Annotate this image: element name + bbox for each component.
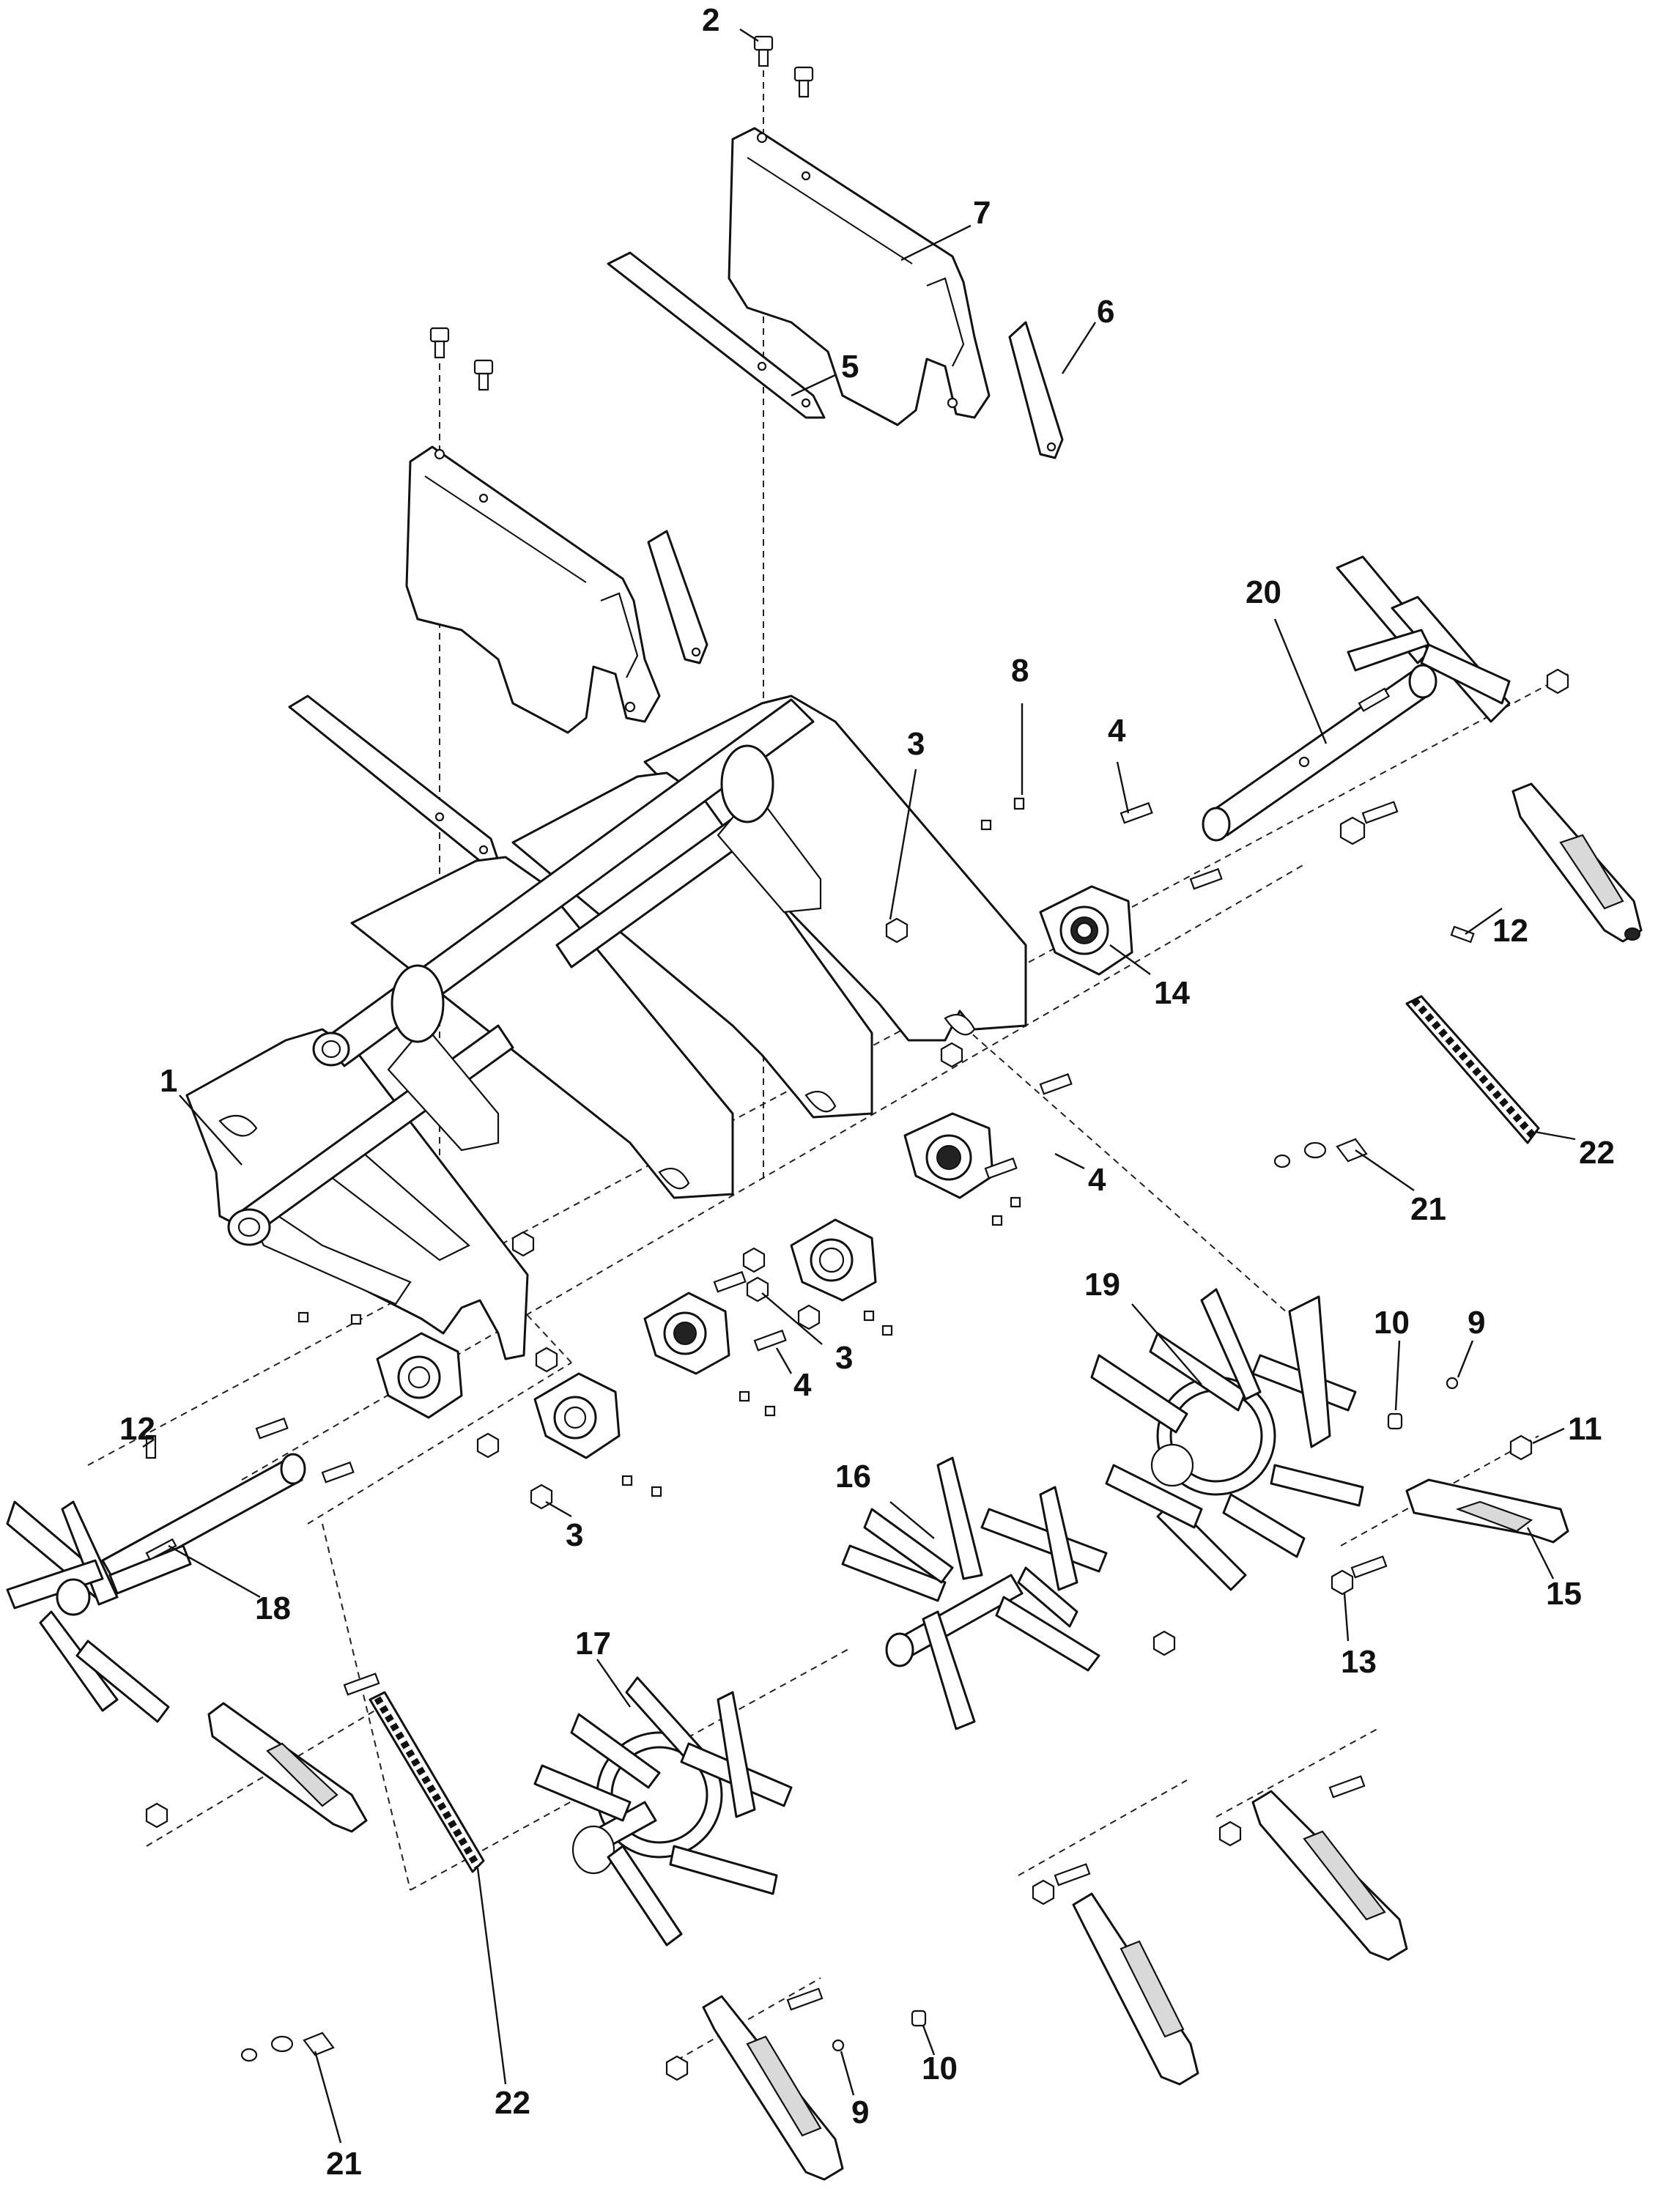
bearing-flange-rear — [1039, 885, 1133, 976]
tine-shaft-front — [6, 1453, 306, 1723]
callout-22-right: 22 — [1579, 1135, 1615, 1171]
cover-bracket-upper — [1008, 321, 1064, 459]
callout-5: 5 — [841, 349, 859, 385]
callout-17: 17 — [575, 1626, 611, 1662]
roller-chain-left — [369, 1691, 485, 1873]
leader-lines — [142, 28, 1576, 2144]
tine-holder-lower-1 — [702, 1995, 844, 2181]
callout-7: 7 — [973, 195, 991, 231]
tine-holder-left — [207, 1702, 368, 1833]
callout-19: 19 — [1084, 1267, 1120, 1303]
callout-2: 2 — [702, 2, 719, 38]
chain-cover-upper — [728, 127, 991, 426]
callout-20: 20 — [1246, 574, 1281, 610]
bolt-left-2 — [473, 359, 494, 391]
roller-chain-right — [1405, 995, 1540, 1144]
callout-10-lower: 10 — [922, 2051, 958, 2086]
callout-16: 16 — [835, 1459, 871, 1494]
bolt-top-2 — [793, 66, 814, 98]
callout-3-lower: 3 — [566, 1517, 583, 1553]
tine-rotor-sprocket — [1090, 1288, 1364, 1591]
callout-8: 8 — [1011, 653, 1029, 689]
callout-21-left: 21 — [326, 2146, 362, 2182]
tine-shaft-rear — [1202, 555, 1511, 842]
callout-3-middle: 3 — [835, 1340, 853, 1376]
bearing-flange-mid3 — [643, 1292, 730, 1375]
callout-10-right: 10 — [1374, 1305, 1410, 1341]
callout-13: 13 — [1341, 1644, 1377, 1680]
callout-18: 18 — [255, 1590, 291, 1626]
callout-4-middle: 4 — [1088, 1162, 1106, 1198]
tine-holder-rear — [1511, 782, 1643, 943]
callout-labels: 2 7 6 5 20 8 3 4 12 14 1 4 22 21 19 10 9… — [119, 2, 1615, 2182]
callout-14: 14 — [1154, 975, 1190, 1011]
callout-15: 15 — [1546, 1576, 1582, 1612]
bearing-flange-mid1 — [903, 1112, 994, 1199]
small-hardware — [145, 668, 1569, 2081]
callout-11: 11 — [1568, 1411, 1602, 1447]
chain-master-link-left — [240, 2031, 335, 2062]
tine-rotor-middle — [841, 1456, 1108, 1730]
callout-12-right: 12 — [1492, 913, 1528, 949]
callout-22-left: 22 — [495, 2085, 530, 2121]
callout-3-upper: 3 — [907, 726, 925, 762]
callout-9-lower: 9 — [851, 2094, 869, 2130]
chain-cover-lower — [405, 445, 661, 734]
strap-upper — [607, 251, 826, 419]
callout-1: 1 — [160, 1063, 177, 1099]
callout-12-left: 12 — [119, 1411, 155, 1447]
bearing-flange-front1 — [376, 1332, 463, 1419]
callout-21-right: 21 — [1410, 1191, 1446, 1227]
tine-holder-right — [1405, 1478, 1569, 1544]
main-frame — [185, 695, 1027, 1360]
bearing-flange-front2 — [533, 1372, 621, 1459]
tine-rotor-sprocket-lower — [533, 1676, 793, 1947]
tine-holder-lower-2 — [1072, 1892, 1199, 2086]
bolt-top-1 — [753, 35, 774, 67]
bearing-flange-mid2 — [790, 1218, 877, 1302]
strap-lower — [288, 695, 500, 862]
cover-bracket-lower — [647, 530, 708, 664]
chain-master-link-right — [1273, 1138, 1368, 1168]
bolt-left-1 — [429, 327, 450, 359]
callout-6: 6 — [1097, 294, 1114, 330]
tine-holder-lower-3 — [1251, 1790, 1408, 1961]
callout-4-upper: 4 — [1108, 713, 1126, 749]
callout-4-lower: 4 — [793, 1367, 812, 1403]
callout-9-right: 9 — [1468, 1305, 1485, 1341]
